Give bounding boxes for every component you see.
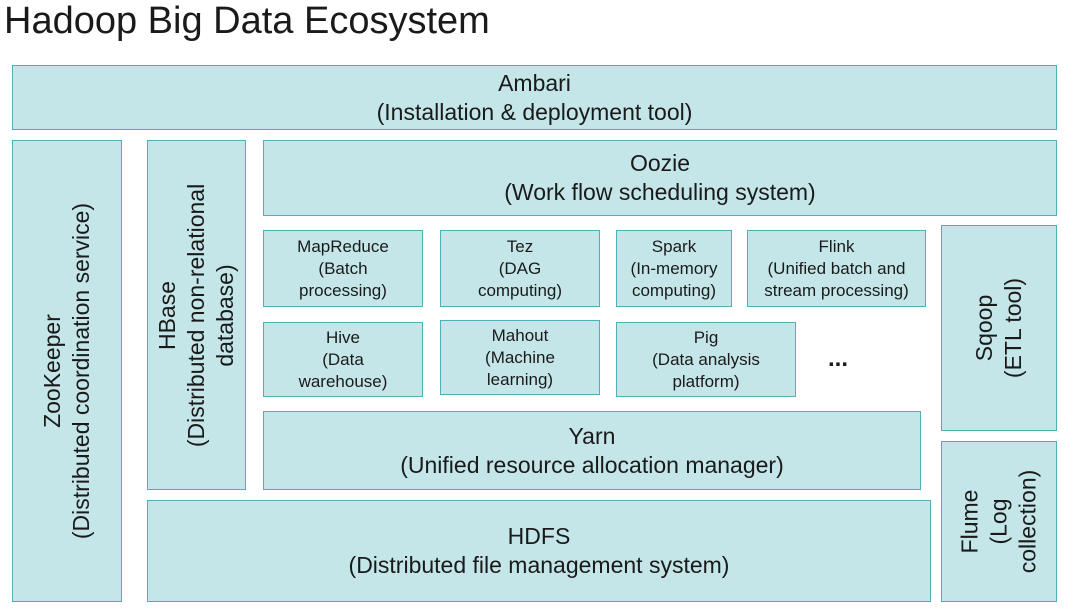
hive-desc-line1: (Data xyxy=(322,349,364,369)
flume-name: Flume xyxy=(956,489,983,554)
flink-desc-line2: stream processing) xyxy=(764,280,909,300)
tez-name: Tez xyxy=(506,236,534,256)
pig-desc-line1: (Data analysis xyxy=(652,349,760,369)
hbase-desc-line1: (Distributed non-relational xyxy=(183,183,210,447)
tez-box: Tez (DAG computing) xyxy=(440,230,600,307)
yarn-desc: (Unified resource allocation manager) xyxy=(400,451,784,478)
mapreduce-box: MapReduce (Batch processing) xyxy=(263,230,423,307)
hive-name: Hive xyxy=(325,327,360,347)
yarn-box: Yarn (Unified resource allocation manage… xyxy=(263,411,921,490)
flume-desc-line1: (Log xyxy=(985,498,1012,545)
mahout-desc-line2: learning) xyxy=(486,369,554,389)
tez-desc-line1: (DAG xyxy=(498,258,542,278)
zookeeper-desc: (Distributed coordination service) xyxy=(68,202,95,540)
oozie-desc: (Work flow scheduling system) xyxy=(504,179,816,205)
hbase-box: HBase (Distributed non-relational databa… xyxy=(147,140,246,490)
sqoop-desc: (ETL tool) xyxy=(1000,277,1026,379)
hdfs-desc: (Distributed file management system) xyxy=(348,552,730,578)
sqoop-name: Sqoop xyxy=(971,294,997,362)
flink-box: Flink (Unified batch and stream processi… xyxy=(747,230,926,307)
mahout-desc-line1: (Machine xyxy=(485,347,555,367)
hdfs-box: HDFS (Distributed file management system… xyxy=(147,500,931,602)
hbase-desc-line2: database) xyxy=(212,263,239,367)
oozie-name: Oozie xyxy=(629,150,691,176)
spark-box: Spark (In-memory computing) xyxy=(616,230,732,307)
more-ellipsis: ... xyxy=(827,345,848,372)
flink-name: Flink xyxy=(818,236,855,256)
flume-box: Flume (Log collection) xyxy=(941,441,1057,602)
tez-desc-line2: computing) xyxy=(477,280,563,300)
flink-desc-line1: (Unified batch and xyxy=(767,258,906,278)
spark-desc-line2: computing) xyxy=(631,280,717,300)
spark-name: Spark xyxy=(651,236,697,256)
mapreduce-name: MapReduce xyxy=(297,236,389,256)
zookeeper-name: ZooKeeper xyxy=(39,314,66,428)
hdfs-name: HDFS xyxy=(507,523,571,549)
ambari-desc: (Installation & deployment tool) xyxy=(376,98,693,125)
yarn-name: Yarn xyxy=(568,422,616,449)
ambari-name: Ambari xyxy=(498,69,571,96)
pig-name: Pig xyxy=(693,327,719,347)
mahout-box: Mahout (Machine learning) xyxy=(440,320,600,395)
oozie-box: Oozie (Work flow scheduling system) xyxy=(263,140,1057,216)
hive-desc-line2: warehouse) xyxy=(298,371,388,391)
mahout-name: Mahout xyxy=(491,325,549,345)
flume-desc-line2: collection) xyxy=(1014,469,1041,574)
pig-desc-line2: platform) xyxy=(672,371,740,391)
zookeeper-box: ZooKeeper (Distributed coordination serv… xyxy=(12,140,122,602)
page-title: Hadoop Big Data Ecosystem xyxy=(4,0,490,42)
mapreduce-desc-line2: processing) xyxy=(299,280,387,300)
sqoop-box: Sqoop (ETL tool) xyxy=(941,225,1057,431)
mapreduce-desc-line1: (Batch xyxy=(318,258,368,278)
spark-desc-line1: (In-memory xyxy=(630,258,718,278)
hive-box: Hive (Data warehouse) xyxy=(263,322,423,397)
hbase-name: HBase xyxy=(154,280,181,350)
pig-box: Pig (Data analysis platform) xyxy=(616,322,796,397)
ambari-box: Ambari (Installation & deployment tool) xyxy=(12,65,1057,130)
